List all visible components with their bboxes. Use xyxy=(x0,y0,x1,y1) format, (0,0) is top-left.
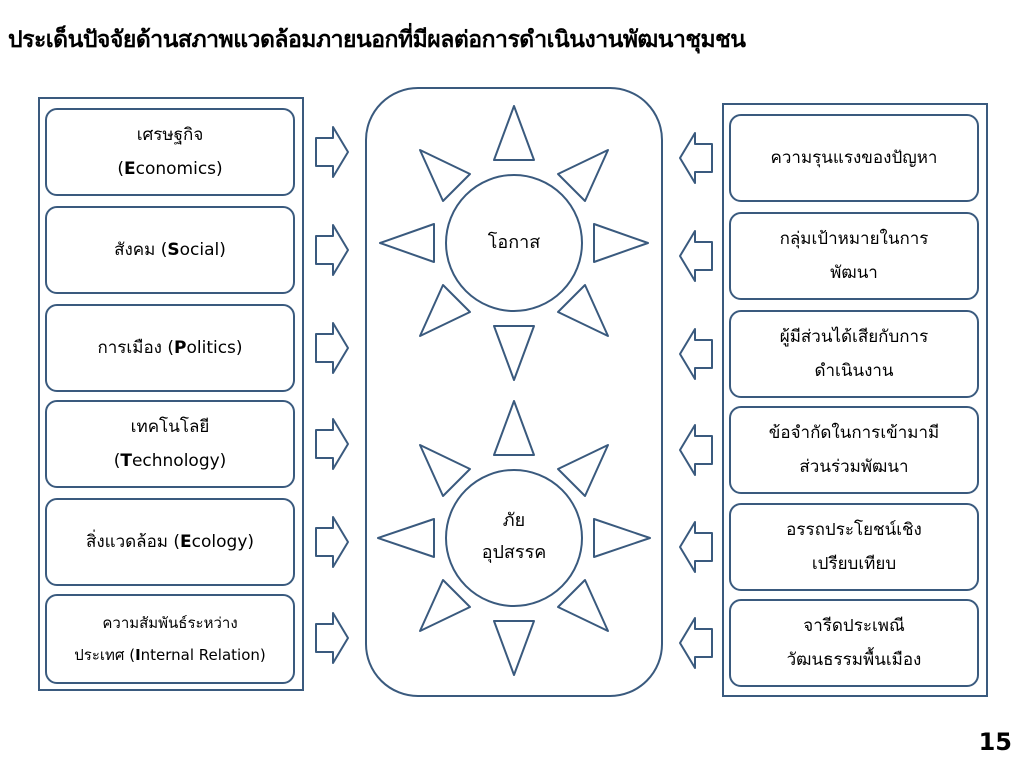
factor-economics: เศรษฐกิจ (Economics) xyxy=(45,108,295,196)
arrow-left-icon xyxy=(679,424,713,476)
opportunity-circle xyxy=(445,174,583,312)
arrow-right-icon xyxy=(315,126,349,178)
factor-label: สังคม (Social) xyxy=(114,240,226,260)
arrow-left-icon xyxy=(679,132,713,184)
arrow-right-icon xyxy=(315,418,349,470)
factor-label-english: (Economics) xyxy=(117,159,223,179)
factor-label-line1: จารีดประเพณี xyxy=(803,616,905,636)
factor-label-line1: กลุ่มเป้าหมายในการ xyxy=(779,229,929,249)
arrow-right-icon xyxy=(315,516,349,568)
arrow-right-icon xyxy=(315,224,349,276)
arrow-left-icon xyxy=(679,521,713,573)
factor-technology: เทคโนโลยี (Technology) xyxy=(45,400,295,488)
factor-social: สังคม (Social) xyxy=(45,206,295,294)
factor-label-line2: พัฒนา xyxy=(830,263,878,283)
arrow-right-icon xyxy=(315,612,349,664)
factor-label-line2: วัฒนธรรมพื้นเมือง xyxy=(786,650,922,670)
factor-label: ความรุนแรงของปัญหา xyxy=(770,148,938,168)
factor-label-thai: เทคโนโลยี xyxy=(130,417,210,437)
threat-label-line1: ภัย xyxy=(502,510,526,531)
page-number: 15 xyxy=(978,728,1012,756)
center-container xyxy=(365,87,663,697)
factor-internal-relation: ความสัมพันธ์ระหว่าง ประเทศ (Internal Rel… xyxy=(45,594,295,684)
factor-label-line1: ข้อจำกัดในการเข้ามามี xyxy=(768,423,940,443)
factor-stakeholders: ผู้มีส่วนได้เสียกับการ ดำเนินงาน xyxy=(729,310,979,398)
internal-factors-panel xyxy=(722,103,988,697)
slide-title: ประเด็นปัจจัยด้านสภาพแวดล้อมภายนอกที่มีผ… xyxy=(8,27,746,53)
factor-label-line1: อรรถประโยชน์เชิง xyxy=(786,520,922,540)
factor-label-line2: เปรียบเทียบ xyxy=(811,554,897,574)
factor-label-thai: เศรษฐกิจ xyxy=(136,125,204,145)
factor-ecology: สิ่งแวดล้อม (Ecology) xyxy=(45,498,295,586)
factor-label-line1: ผู้มีส่วนได้เสียกับการ xyxy=(779,327,929,347)
factor-politics: การเมือง (Politics) xyxy=(45,304,295,392)
factor-target-group: กลุ่มเป้าหมายในการ พัฒนา xyxy=(729,212,979,300)
opportunity-sun-icon xyxy=(379,105,649,381)
external-factors-panel xyxy=(38,97,304,691)
threat-label-line2: อุปสรรค xyxy=(481,542,547,563)
factor-problem-severity: ความรุนแรงของปัญหา xyxy=(729,114,979,202)
threat-circle xyxy=(445,469,583,607)
factor-label-line2: ดำเนินงาน xyxy=(814,361,894,381)
arrow-left-icon xyxy=(679,328,713,380)
arrow-left-icon xyxy=(679,230,713,282)
arrow-left-icon xyxy=(679,617,713,669)
factor-label: การเมือง (Politics) xyxy=(97,338,243,358)
factor-comparative-advantage: อรรถประโยชน์เชิง เปรียบเทียบ xyxy=(729,503,979,591)
factor-label-thai: ความสัมพันธ์ระหว่าง xyxy=(102,614,238,632)
factor-label-line2: ส่วนร่วมพัฒนา xyxy=(799,457,909,477)
opportunity-label: โอกาส xyxy=(487,232,541,253)
factor-local-culture: จารีดประเพณี วัฒนธรรมพื้นเมือง xyxy=(729,599,979,687)
threat-sun-icon xyxy=(377,400,651,676)
factor-participation-limits: ข้อจำกัดในการเข้ามามี ส่วนร่วมพัฒนา xyxy=(729,406,979,494)
arrow-right-icon xyxy=(315,322,349,374)
factor-label-english: ประเทศ (Internal Relation) xyxy=(74,646,266,664)
factor-label: สิ่งแวดล้อม (Ecology) xyxy=(85,532,255,552)
factor-label-english: (Technology) xyxy=(113,451,227,471)
